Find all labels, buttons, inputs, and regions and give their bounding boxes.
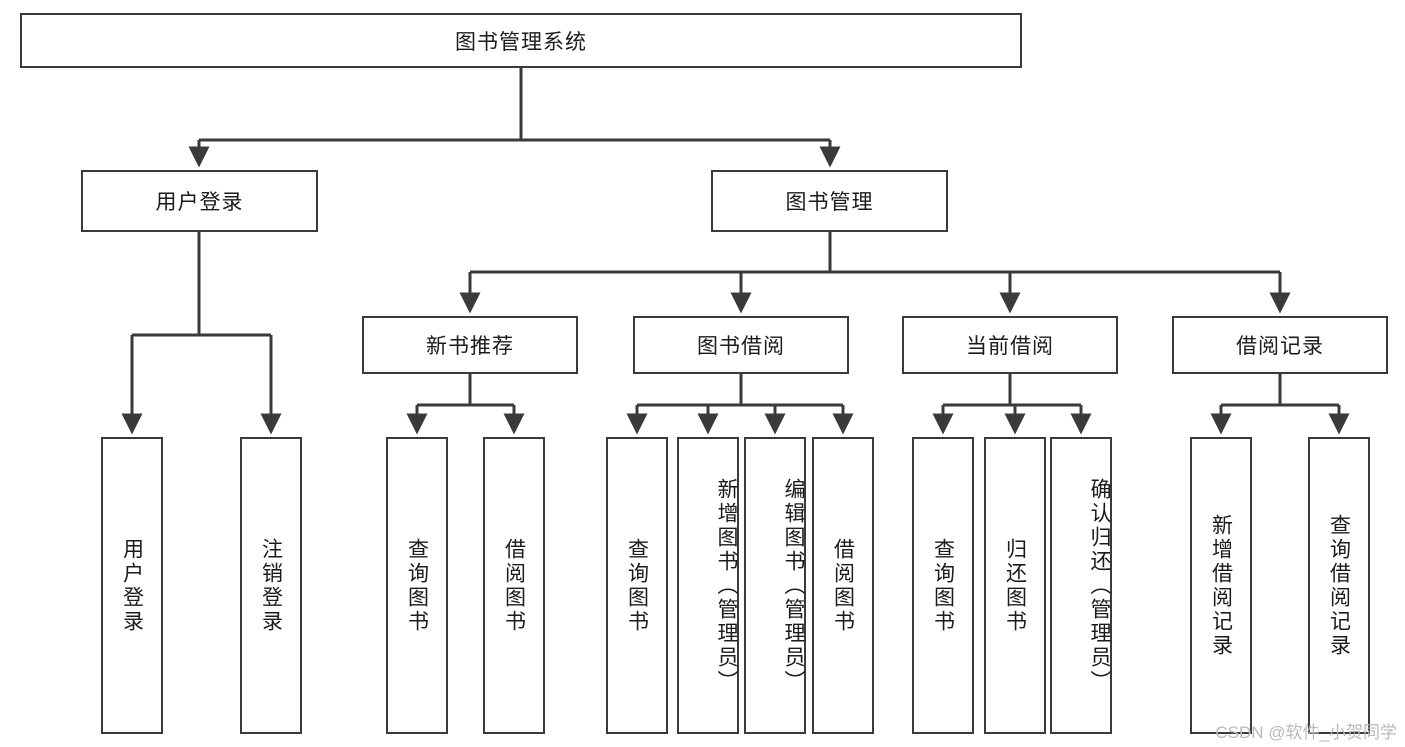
node-user-login[interactable]: 用户登录 [81,170,318,232]
node-book-borrow[interactable]: 图书借阅 [633,316,849,374]
node-leaf-confirm-return[interactable]: 确认归还（管理员） [1050,437,1112,734]
node-leaf-logout[interactable]: 注销登录 [240,437,302,734]
node-borrow-record[interactable]: 借阅记录 [1172,316,1388,374]
node-book-management[interactable]: 图书管理 [711,170,948,232]
node-leaf-query-book-3-label: 查询图书 [931,537,955,634]
node-book-management-label: 图书管理 [785,191,874,214]
node-leaf-add-record-label: 新增借阅记录 [1209,513,1233,658]
node-leaf-query-book-2[interactable]: 查询图书 [606,437,668,734]
node-leaf-borrow-book-2[interactable]: 借阅图书 [812,437,874,734]
node-new-book-recommend-label: 新书推荐 [426,335,514,358]
node-borrow-record-label: 借阅记录 [1236,335,1324,358]
node-root-label: 图书管理系统 [455,30,587,54]
node-book-borrow-label: 图书借阅 [697,335,785,358]
node-current-borrow[interactable]: 当前借阅 [902,316,1118,374]
node-leaf-query-book-2-label: 查询图书 [625,537,649,634]
node-leaf-borrow-book-2-label: 借阅图书 [831,537,855,634]
node-leaf-user-login[interactable]: 用户登录 [101,437,163,734]
node-leaf-query-record[interactable]: 查询借阅记录 [1308,437,1370,734]
node-leaf-add-record[interactable]: 新增借阅记录 [1190,437,1252,734]
node-leaf-query-book-1[interactable]: 查询图书 [386,437,448,734]
node-leaf-add-book[interactable]: 新增图书（管理员） [677,437,739,734]
node-leaf-return-book-label: 归还图书 [1003,537,1027,634]
node-leaf-return-book[interactable]: 归还图书 [984,437,1046,734]
node-new-book-recommend[interactable]: 新书推荐 [362,316,578,374]
node-leaf-add-book-label: 新增图书（管理员） [715,477,738,694]
node-leaf-edit-book-label: 编辑图书（管理员） [782,477,805,694]
node-leaf-borrow-book-1[interactable]: 借阅图书 [483,437,545,734]
node-leaf-user-login-label: 用户登录 [120,537,144,634]
node-leaf-edit-book[interactable]: 编辑图书（管理员） [744,437,806,734]
node-leaf-query-book-3[interactable]: 查询图书 [912,437,974,734]
node-current-borrow-label: 当前借阅 [966,335,1054,358]
watermark-text: CSDN @软件_小贺同学 [1215,723,1397,742]
node-leaf-logout-label: 注销登录 [259,537,283,634]
node-leaf-query-record-label: 查询借阅记录 [1327,513,1351,658]
node-root[interactable]: 图书管理系统 [20,13,1022,68]
node-leaf-query-book-1-label: 查询图书 [405,537,429,634]
node-leaf-borrow-book-1-label: 借阅图书 [502,537,526,634]
node-user-login-label: 用户登录 [155,191,244,214]
node-leaf-confirm-return-label: 确认归还（管理员） [1088,477,1111,694]
